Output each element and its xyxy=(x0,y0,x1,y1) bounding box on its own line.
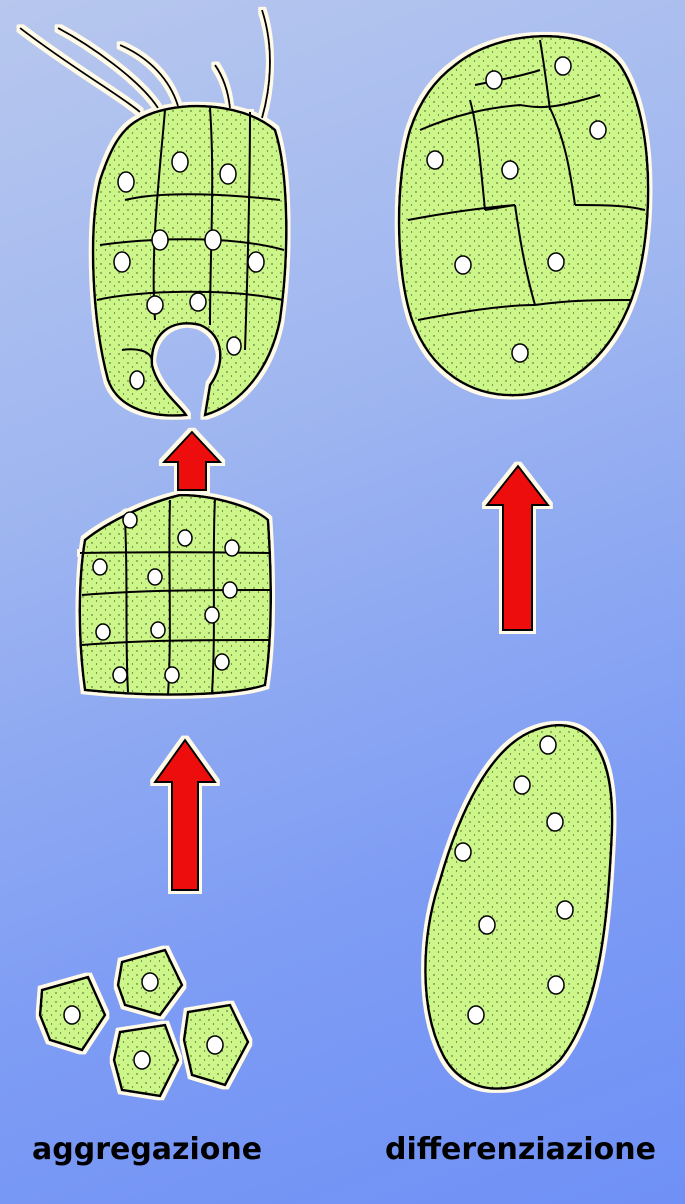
up-arrow-icon xyxy=(155,740,215,890)
large-cell xyxy=(425,725,612,1089)
up-arrow-icon xyxy=(487,466,548,630)
up-arrow-icon xyxy=(164,432,220,490)
single-cells xyxy=(40,950,248,1096)
differentiated-colony xyxy=(399,36,648,395)
label-aggregation: aggregazione xyxy=(32,1132,262,1167)
label-differentiation: differenziazione xyxy=(385,1132,656,1167)
square-colony xyxy=(80,495,271,695)
flagellated-colony xyxy=(20,10,286,416)
